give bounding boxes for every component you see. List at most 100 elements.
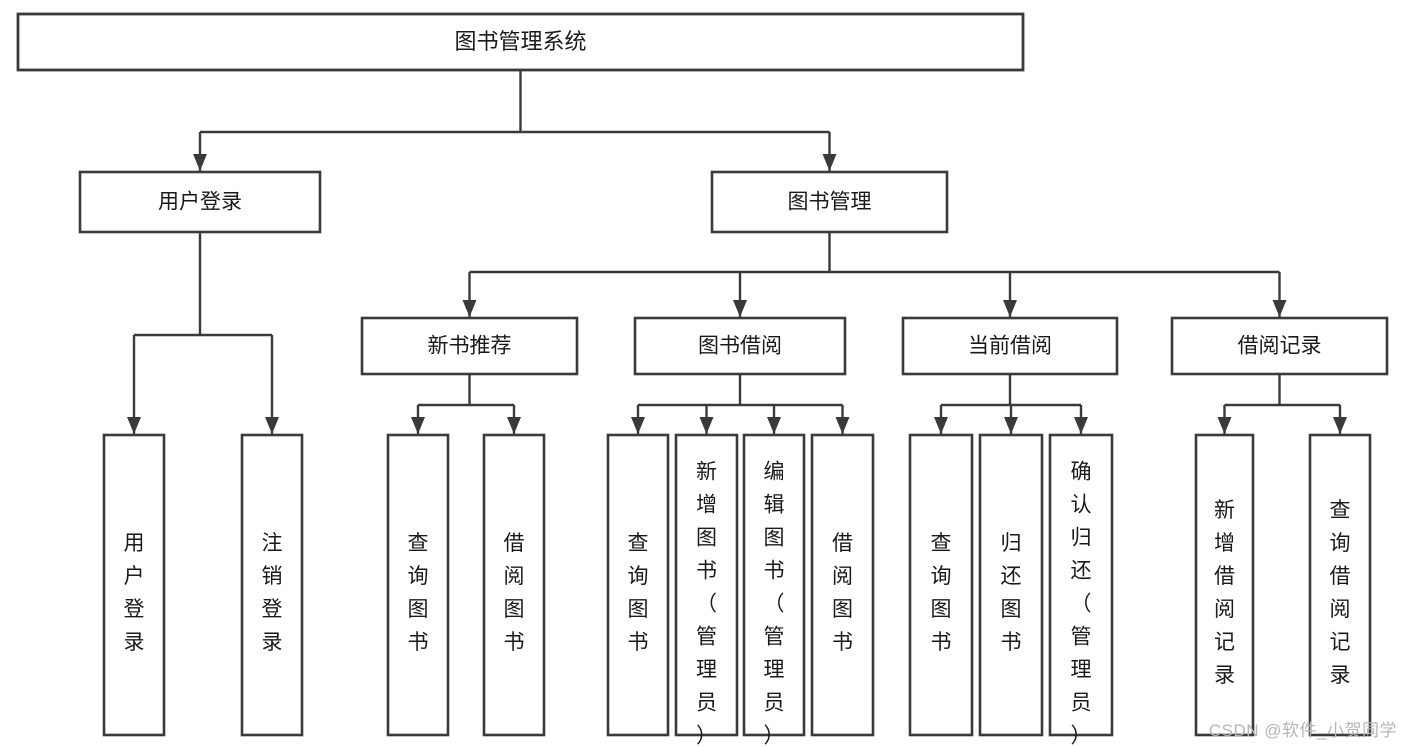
connector-group-当前借阅-2	[934, 374, 1088, 434]
node-l3-图书借阅-1[interactable]: 图书借阅	[633, 316, 847, 376]
node-leaf-查询图书-2-0-label-char: 书	[931, 631, 952, 654]
node-leaf-借阅图书-1-3-box[interactable]	[810, 433, 875, 737]
node-leaf-查询图书-0-0-label-char: 询	[408, 565, 429, 588]
node-leaf-查询图书-1-0-label-char: 查	[628, 532, 649, 555]
node-leaf-确认归还管理员-2-2-label-char: 认	[1071, 494, 1092, 517]
node-leaf-确认归还管理员-2-2-label-char: 确	[1071, 461, 1092, 484]
node-leaf-归还图书-2-1-label-char: 图	[1001, 598, 1022, 621]
node-leaf-新增借阅记录-3-0-box[interactable]	[1194, 433, 1255, 737]
node-l2-用户登录-0[interactable]: 用户登录	[78, 170, 322, 234]
node-leaf-用户登录-u0-label-char: 户	[124, 565, 145, 588]
connector-group-借阅记录-3	[1217, 374, 1347, 434]
node-leaf-用户登录-u0-box[interactable]	[102, 433, 166, 737]
node-leaf-注销登录-u1-box[interactable]	[240, 433, 304, 737]
node-leaf-新增图书管理员-1-1-label-char: （	[696, 593, 717, 616]
connector-group-图书借阅-1	[631, 374, 850, 434]
node-leaf-查询借阅记录-3-1-box[interactable]	[1308, 433, 1372, 737]
connector-group-新书推荐-0	[411, 374, 521, 434]
connector-group-book-management	[462, 232, 1287, 317]
node-leaf-确认归还管理员-2-2-label-char: 管	[1071, 626, 1092, 649]
connector-group-root	[193, 70, 837, 171]
node-l2-图书管理-1-label: 图书管理	[788, 191, 872, 214]
node-leaf-查询借阅记录-3-1-label-char: 查	[1330, 499, 1351, 522]
node-leaf-查询图书-2-0-box[interactable]	[908, 433, 974, 737]
arrow-head-icon	[193, 154, 207, 171]
node-root-box[interactable]	[16, 12, 1025, 72]
node-leaf-新增图书管理员-1-1-label-char: 管	[696, 626, 717, 649]
node-l2-用户登录-0-box[interactable]	[78, 170, 322, 234]
node-leaf-查询借阅记录-3-1-label-char: 询	[1330, 532, 1351, 555]
node-leaf-借阅图书-1-3-label-char: 书	[832, 631, 853, 654]
arrow-head-icon	[767, 417, 781, 434]
node-l2-图书管理-1-box[interactable]	[710, 170, 949, 234]
node-leaf-查询图书-0-0-label-char: 图	[408, 598, 429, 621]
node-l3-新书推荐-0-label: 新书推荐	[428, 335, 512, 358]
node-leaf-借阅图书-0-1-box[interactable]	[482, 433, 546, 737]
node-leaf-注销登录-u1-label-char: 注	[262, 532, 283, 555]
node-leaf-查询图书-1-0-box[interactable]	[606, 433, 670, 737]
node-l2-图书管理-1[interactable]: 图书管理	[710, 170, 949, 234]
node-l3-借阅记录-3-label: 借阅记录	[1238, 335, 1322, 358]
node-l2-用户登录-0-label: 用户登录	[158, 191, 242, 214]
node-leaf-确认归还管理员-2-2-label-char: 理	[1071, 659, 1092, 682]
node-leaf-新增图书管理员-1-1-label-char: 新	[696, 461, 717, 484]
node-leaf-查询图书-0-0-box[interactable]	[386, 433, 450, 737]
node-leaf-新增图书管理员-1-1-box[interactable]	[674, 433, 739, 737]
node-l3-图书借阅-1-label: 图书借阅	[698, 335, 782, 358]
node-leaf-查询借阅记录-3-1-label-char: 记	[1330, 631, 1351, 654]
node-l3-新书推荐-0-box[interactable]	[360, 316, 579, 376]
node-leaf-借阅图书-1-3-label-char: 借	[832, 532, 853, 555]
node-root[interactable]: 图书管理系统	[16, 12, 1025, 72]
arrow-head-icon	[1217, 417, 1232, 434]
node-leaf-查询图书-1-0-label-char: 询	[628, 565, 649, 588]
node-leaf-查询图书-2-0-label-char: 查	[931, 532, 952, 555]
node-leaf-查询借阅记录-3-1-label-char: 借	[1330, 565, 1351, 588]
node-leaf-归还图书-2-1-label-char: 还	[1001, 565, 1022, 588]
node-leaf-用户登录-u0-label-char: 登	[124, 598, 145, 621]
node-leaf-编辑图书管理员-1-2-label-char: 编	[764, 461, 785, 484]
arrow-head-icon	[733, 300, 747, 317]
node-leaf-查询图书-1-0-label-char: 图	[628, 598, 649, 621]
node-leaf-新增图书管理员-1-1-label-char: 增	[696, 494, 717, 517]
node-leaf-借阅图书-1-3-label-char: 图	[832, 598, 853, 621]
node-l3-新书推荐-0[interactable]: 新书推荐	[360, 316, 579, 376]
arrow-head-icon	[1003, 300, 1017, 317]
node-leaf-借阅图书-1-3-label-char: 阅	[832, 565, 853, 588]
node-leaf-确认归还管理员-2-2-label-char: （	[1071, 593, 1092, 616]
node-l3-借阅记录-3-box[interactable]	[1170, 316, 1389, 376]
node-l3-当前借阅-2-box[interactable]	[901, 316, 1119, 376]
node-l3-图书借阅-1-box[interactable]	[633, 316, 847, 376]
node-l3-当前借阅-2[interactable]: 当前借阅	[901, 316, 1119, 376]
node-leaf-确认归还管理员-2-2-box[interactable]	[1048, 433, 1114, 737]
arrow-head-icon	[822, 154, 837, 171]
node-leaf-查询借阅记录-3-1-label-char: 录	[1330, 664, 1351, 687]
node-leaf-借阅图书-0-1-label-char: 图	[504, 598, 525, 621]
node-l3-借阅记录-3[interactable]: 借阅记录	[1170, 316, 1389, 376]
arrow-head-icon	[1074, 417, 1088, 434]
node-leaf-查询图书-1-0-label-char: 书	[628, 631, 649, 654]
arrow-head-icon	[835, 417, 850, 434]
node-leaf-查询图书-0-0-label-char: 查	[408, 532, 429, 555]
node-leaf-用户登录-u0[interactable]: 用户登录	[102, 433, 166, 737]
arrow-head-icon	[265, 417, 279, 434]
node-leaf-归还图书-2-1-box[interactable]	[978, 433, 1044, 737]
connector-group-user-login	[127, 232, 279, 434]
node-leaf-注销登录-u1-label-char: 登	[262, 598, 283, 621]
watermark-text: CSDN @软件_小贺同学	[1208, 721, 1397, 740]
node-leaf-查询图书-2-0-label-char: 图	[931, 598, 952, 621]
node-leaf-编辑图书管理员-1-2-label-char: 理	[764, 659, 785, 682]
node-leaf-编辑图书管理员-1-2-box[interactable]	[742, 433, 806, 737]
